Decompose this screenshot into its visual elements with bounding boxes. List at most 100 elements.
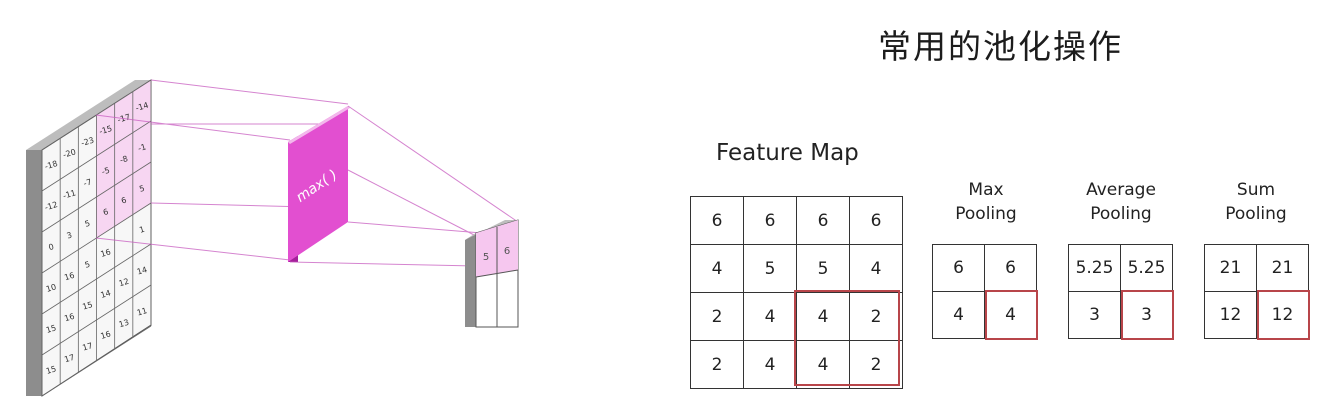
input-matrix-value: -7: [82, 177, 92, 188]
sum-pooling-cell: 12: [1204, 291, 1257, 339]
feature-map-cell: 2: [849, 340, 903, 389]
feature-map-cell: 6: [849, 196, 903, 245]
sum-pooling-highlight-box: [1257, 290, 1310, 340]
input-matrix-value: -12: [44, 200, 59, 212]
input-matrix-value: 6: [120, 195, 127, 205]
input-matrix-value: -8: [119, 154, 129, 165]
max-pooling-label-line1: Max: [968, 180, 1004, 200]
feature-map-grid: 6 6 6 6 4 5 5 4 2 4 4 2 2 4 4 2: [690, 196, 903, 389]
sum-pooling-cell: 21: [1256, 244, 1309, 292]
input-matrix-value: 16: [63, 271, 75, 283]
max-filter-block: max( ): [288, 106, 350, 262]
input-matrix-value: 6: [102, 207, 109, 217]
output-matrix-values: 56: [483, 246, 510, 263]
sum-pooling-grid: 21 21 12 12: [1204, 244, 1309, 339]
max-pooling-label: Max Pooling: [926, 178, 1046, 226]
max-pooling-cell: 4: [984, 291, 1037, 339]
feature-map-cell: 6: [743, 196, 797, 245]
average-pooling-label-line2: Pooling: [1090, 204, 1152, 224]
input-matrix-value: 3: [66, 230, 73, 240]
max-pooling-label-line2: Pooling: [955, 204, 1017, 224]
table-row: 12 12: [1204, 291, 1309, 339]
input-matrix-value: -23: [80, 136, 95, 148]
output-matrix-slab: 56: [465, 219, 519, 328]
feature-map-cell: 4: [690, 244, 744, 293]
input-matrix-value: 15: [81, 300, 93, 312]
input-matrix-value: 15: [45, 323, 57, 335]
feature-map-highlight-box: [794, 290, 900, 386]
average-pooling-cell: 3: [1120, 291, 1173, 339]
feature-map-cell: 5: [743, 244, 797, 293]
input-matrix-value: 13: [118, 318, 130, 330]
input-matrix-value: 5: [138, 184, 145, 194]
projection-lines-input-to-filter: [95, 79, 349, 261]
table-row: 3 3: [1068, 291, 1173, 339]
table-row: 6 6 6 6: [690, 196, 903, 245]
input-matrix-value: 15: [45, 364, 57, 376]
input-matrix-value: -14: [135, 101, 150, 113]
input-grid-hline: [41, 284, 152, 356]
input-matrix-value: 5: [84, 260, 91, 270]
input-matrix-value: 16: [100, 247, 112, 259]
feature-map-cell: 6: [796, 196, 850, 245]
input-matrix-values: -18-20-23-15-17-14-12-11-7-5-8-103566510…: [44, 101, 150, 376]
table-row: 4 5 5 4: [690, 244, 903, 293]
input-matrix-value: 1: [138, 225, 145, 235]
input-matrix-value: 17: [81, 341, 93, 353]
feature-map-cell: 2: [690, 292, 744, 341]
table-row: 2 4 4 2: [690, 292, 903, 341]
input-matrix-value: 10: [45, 282, 57, 294]
input-matrix-value: 0: [48, 242, 55, 252]
table-row: 21 21: [1204, 244, 1309, 292]
feature-map-cell: 4: [743, 340, 797, 389]
average-pooling-cell: 3: [1068, 291, 1121, 339]
average-pooling-cell: 5.25: [1068, 244, 1121, 292]
input-matrix-value: 16: [100, 329, 112, 341]
input-matrix-value: 14: [136, 265, 148, 277]
sum-pooling-cell: 21: [1204, 244, 1257, 292]
feature-map-cell: 4: [796, 340, 850, 389]
feature-map-cell: 6: [690, 196, 744, 245]
feature-map-cell: 2: [849, 292, 903, 341]
input-matrix-value: -20: [62, 147, 77, 159]
feature-map-cell: 4: [743, 292, 797, 341]
input-matrix-value: -11: [62, 188, 77, 200]
max-pooling-cell: 6: [932, 244, 985, 292]
input-matrix-slab: -18-20-23-15-17-14-12-11-7-5-8-103566510…: [26, 79, 152, 397]
input-grid-hline: [41, 325, 152, 397]
max-pooling-highlight-box: [985, 290, 1038, 340]
max-pooling-cell: 6: [984, 244, 1037, 292]
input-matrix-value: 5: [84, 219, 91, 229]
average-pooling-cell: 5.25: [1120, 244, 1173, 292]
sum-pooling-cell: 12: [1256, 291, 1309, 339]
sum-pooling-label-line1: Sum: [1236, 180, 1276, 200]
input-matrix-value: 14: [100, 288, 112, 300]
feature-map-title: Feature Map: [716, 140, 859, 166]
output-matrix-value: 5: [483, 252, 489, 263]
input-matrix-value: 11: [136, 306, 148, 318]
average-pooling-label-line1: Average: [1086, 180, 1156, 200]
feature-map-cell: 2: [690, 340, 744, 389]
table-row: 6 6: [932, 244, 1037, 292]
average-pooling-label: Average Pooling: [1061, 178, 1181, 226]
sum-pooling-label: Sum Pooling: [1196, 178, 1316, 226]
input-matrix-value: 17: [63, 353, 75, 365]
average-pooling-grid: 5.25 5.25 3 3: [1068, 244, 1173, 339]
input-matrix-value: 16: [63, 312, 75, 324]
table-row: 2 4 4 2: [690, 340, 903, 389]
input-matrix-value: -18: [44, 159, 59, 171]
feature-map-cell: 5: [796, 244, 850, 293]
table-row: 4 4: [932, 291, 1037, 339]
sum-pooling-label-line2: Pooling: [1225, 204, 1287, 224]
output-matrix-value: 6: [504, 246, 510, 257]
max-pooling-cell: 4: [932, 291, 985, 339]
input-matrix-value: 12: [118, 277, 130, 289]
average-pooling-highlight-box: [1121, 290, 1174, 340]
input-matrix-value: -1: [137, 142, 147, 153]
slide-title: 常用的池化操作: [878, 27, 1123, 66]
input-matrix-value: -15: [98, 124, 113, 136]
input-matrix-value: -5: [101, 166, 111, 177]
feature-map-cell: 4: [849, 244, 903, 293]
